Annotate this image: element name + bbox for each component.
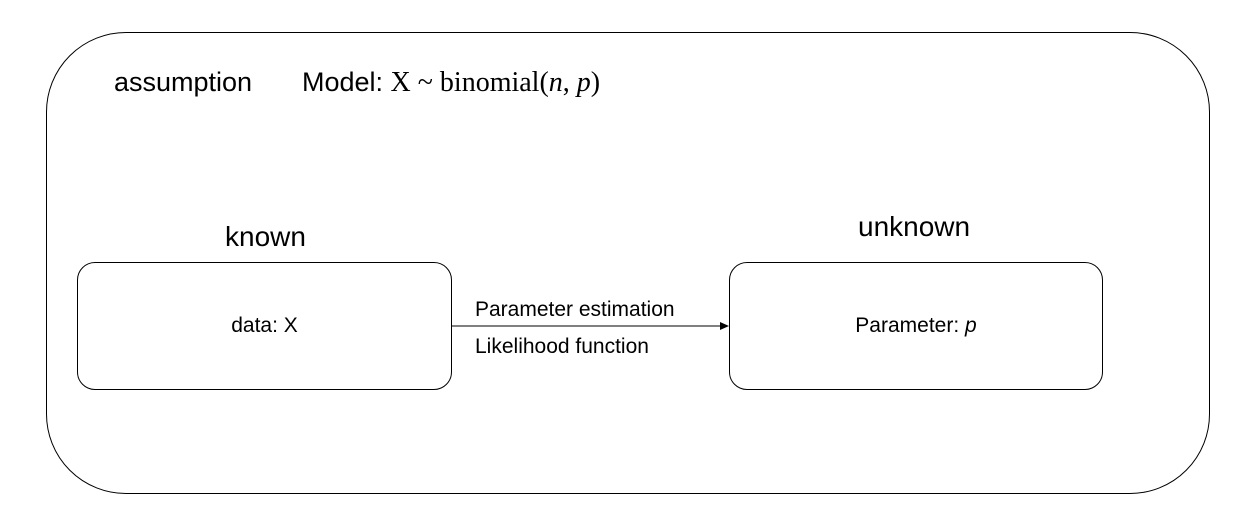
known-heading: known — [225, 221, 306, 252]
model-prefix: Model: — [302, 67, 391, 97]
data-node-label: data: X — [231, 314, 298, 337]
formula-end: ) — [590, 67, 601, 98]
unknown-heading: unknown — [858, 211, 971, 242]
formula-start: X ~ binomial( — [390, 67, 549, 98]
model-math: X ~ binomial(n, p) — [391, 67, 601, 98]
formula-n: n — [548, 67, 563, 98]
edge-label-likelihood: Likelihood function — [475, 335, 649, 358]
formula-comma: , — [562, 67, 577, 98]
data-node: data: X — [77, 262, 452, 390]
parameter-symbol: p — [965, 314, 977, 337]
parameter-prefix: Parameter: — [855, 314, 966, 337]
formula-p: p — [576, 67, 591, 98]
parameter-node-label: Parameter: p — [855, 314, 976, 338]
parameter-node: Parameter: p — [729, 262, 1103, 390]
edge-label-estimation: Parameter estimation — [475, 298, 675, 321]
assumption-frame — [46, 32, 1210, 494]
assumption-label: assumption — [114, 67, 253, 97]
model-formula: Model: X ~ binomial(n, p) — [302, 64, 600, 101]
